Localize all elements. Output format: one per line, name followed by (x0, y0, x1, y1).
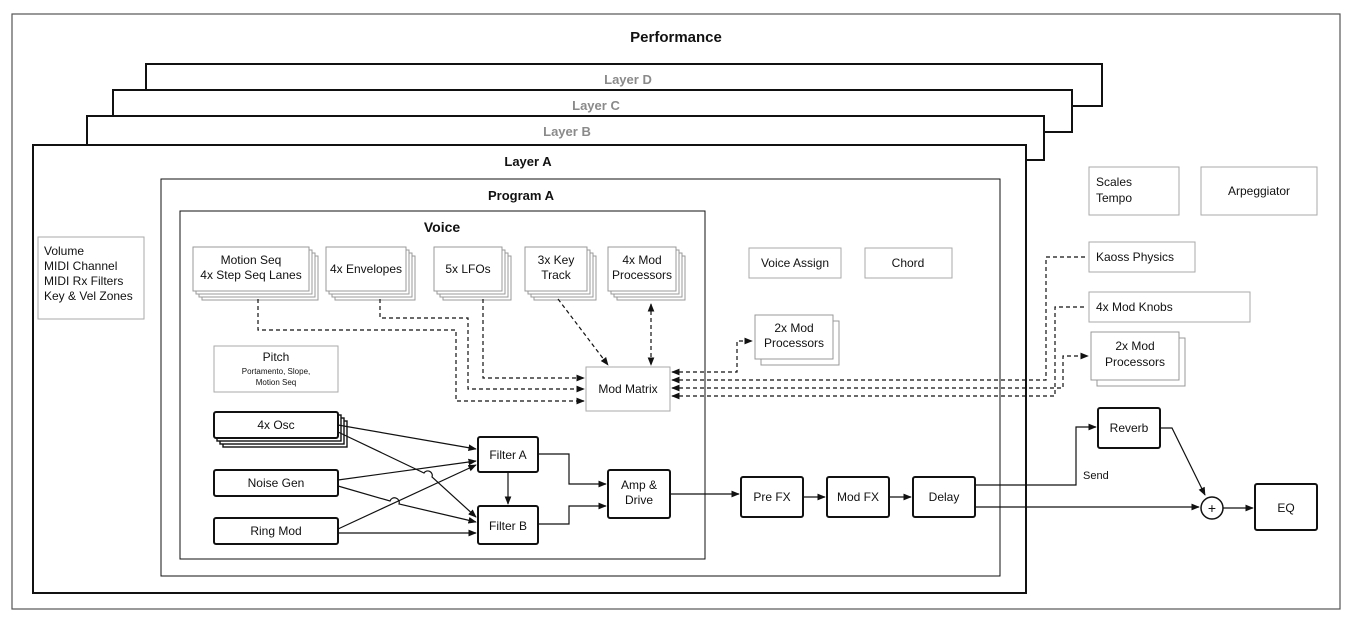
key-track-label-1: 3x Key (538, 253, 575, 267)
mod-fx-label: Mod FX (837, 490, 879, 504)
lfos-stack: 5x LFOs (433, 246, 512, 301)
delay-box (912, 476, 976, 518)
ring-mod-box (213, 517, 339, 545)
layer-a-title: Layer A (504, 154, 552, 169)
layer-d-title: Layer D (604, 72, 652, 87)
kaoss-physics-label: Kaoss Physics (1096, 250, 1174, 264)
send-label: Send (1083, 470, 1109, 482)
ring-mod-label: Ring Mod (250, 524, 301, 538)
filter-b-box (477, 505, 539, 545)
modulation-routes (257, 256, 1089, 405)
motion-seq-label-2: 4x Step Seq Lanes (200, 268, 301, 282)
layer-b-title: Layer B (543, 124, 591, 139)
key-track-stack: 3x Key Track (524, 246, 597, 301)
envelopes-stack: 4x Envelopes (325, 246, 416, 301)
global-mod-processors-label-1: 2x Mod (1115, 339, 1154, 353)
voice-mod-processors-label-2: Processors (612, 268, 672, 282)
audio-routes (337, 423, 1254, 537)
filter-b-label: Filter B (489, 519, 527, 533)
pitch-title: Pitch (263, 350, 290, 364)
reverb-label: Reverb (1110, 421, 1149, 435)
voice-assign-label: Voice Assign (761, 256, 829, 270)
arpeggiator-box (1200, 166, 1318, 216)
key-track-label-2: Track (541, 268, 572, 282)
layer-settings-volume: Volume (44, 244, 84, 258)
voice-mod-processors-stack: 4x Mod Processors (607, 246, 686, 301)
voice-assign-box (748, 247, 842, 279)
envelopes-label: 4x Envelopes (330, 262, 402, 276)
pitch-subtitle-1: Portamento, Slope, (242, 367, 310, 376)
voice-mod-processors-label-1: 4x Mod (622, 253, 661, 267)
route-envelopes (379, 299, 585, 393)
pitch-subtitle-2: Motion Seq (256, 378, 296, 387)
mod-knobs-box (1088, 291, 1251, 323)
chord-label: Chord (892, 256, 925, 270)
scales-label: Scales (1096, 175, 1132, 189)
layer-settings-midi-rx-filters: MIDI Rx Filters (44, 274, 123, 288)
performance-title: Performance (630, 29, 722, 46)
eq-box (1254, 483, 1318, 531)
osc-label: 4x Osc (257, 418, 294, 432)
osc-stack: 4x Osc (213, 411, 348, 448)
motion-seq-stack: Motion Seq 4x Step Seq Lanes (192, 246, 319, 301)
global-mod-processors-stack: 2x Mod Processors (1090, 331, 1186, 387)
layer-settings-midi-channel: MIDI Channel (44, 259, 117, 273)
layer-c-title: Layer C (572, 98, 620, 113)
global-mod-processors-label-2: Processors (1105, 355, 1165, 369)
scales-tempo-box (1088, 166, 1180, 216)
route-mod-knobs (671, 306, 1087, 400)
route-kaoss (671, 256, 1087, 384)
voice-title: Voice (424, 219, 461, 235)
chord-box (864, 247, 953, 279)
mod-matrix-box (585, 366, 671, 412)
mod-matrix-label: Mod Matrix (598, 382, 657, 396)
noise-gen-label: Noise Gen (248, 476, 305, 490)
eq-label: EQ (1277, 501, 1294, 515)
route-lfos (482, 299, 585, 382)
kaoss-physics-box (1088, 241, 1196, 273)
delay-label: Delay (929, 490, 960, 504)
pitch-box (213, 345, 339, 393)
arpeggiator-label: Arpeggiator (1228, 184, 1290, 198)
noise-gen-box (213, 469, 339, 497)
mod-knobs-label: 4x Mod Knobs (1096, 300, 1173, 314)
route-global-mod-proc (671, 352, 1089, 392)
sum-symbol: + (1208, 500, 1216, 516)
amp-drive-label-2: Drive (625, 493, 653, 507)
lfos-label: 5x LFOs (445, 262, 490, 276)
motion-seq-label-1: Motion Seq (221, 253, 282, 267)
filter-a-label: Filter A (489, 448, 526, 462)
layer-settings-box (37, 236, 145, 320)
pre-fx-label: Pre FX (753, 490, 790, 504)
tempo-label: Tempo (1096, 191, 1132, 205)
program-title: Program A (488, 188, 555, 203)
amp-drive-label-1: Amp & (621, 478, 657, 492)
program-mod-processors-stack: 2x Mod Processors (754, 314, 840, 366)
layer-settings-key-vel-zones: Key & Vel Zones (44, 289, 133, 303)
program-mod-processors-label-1: 2x Mod (774, 321, 813, 335)
program-mod-processors-label-2: Processors (764, 336, 824, 350)
